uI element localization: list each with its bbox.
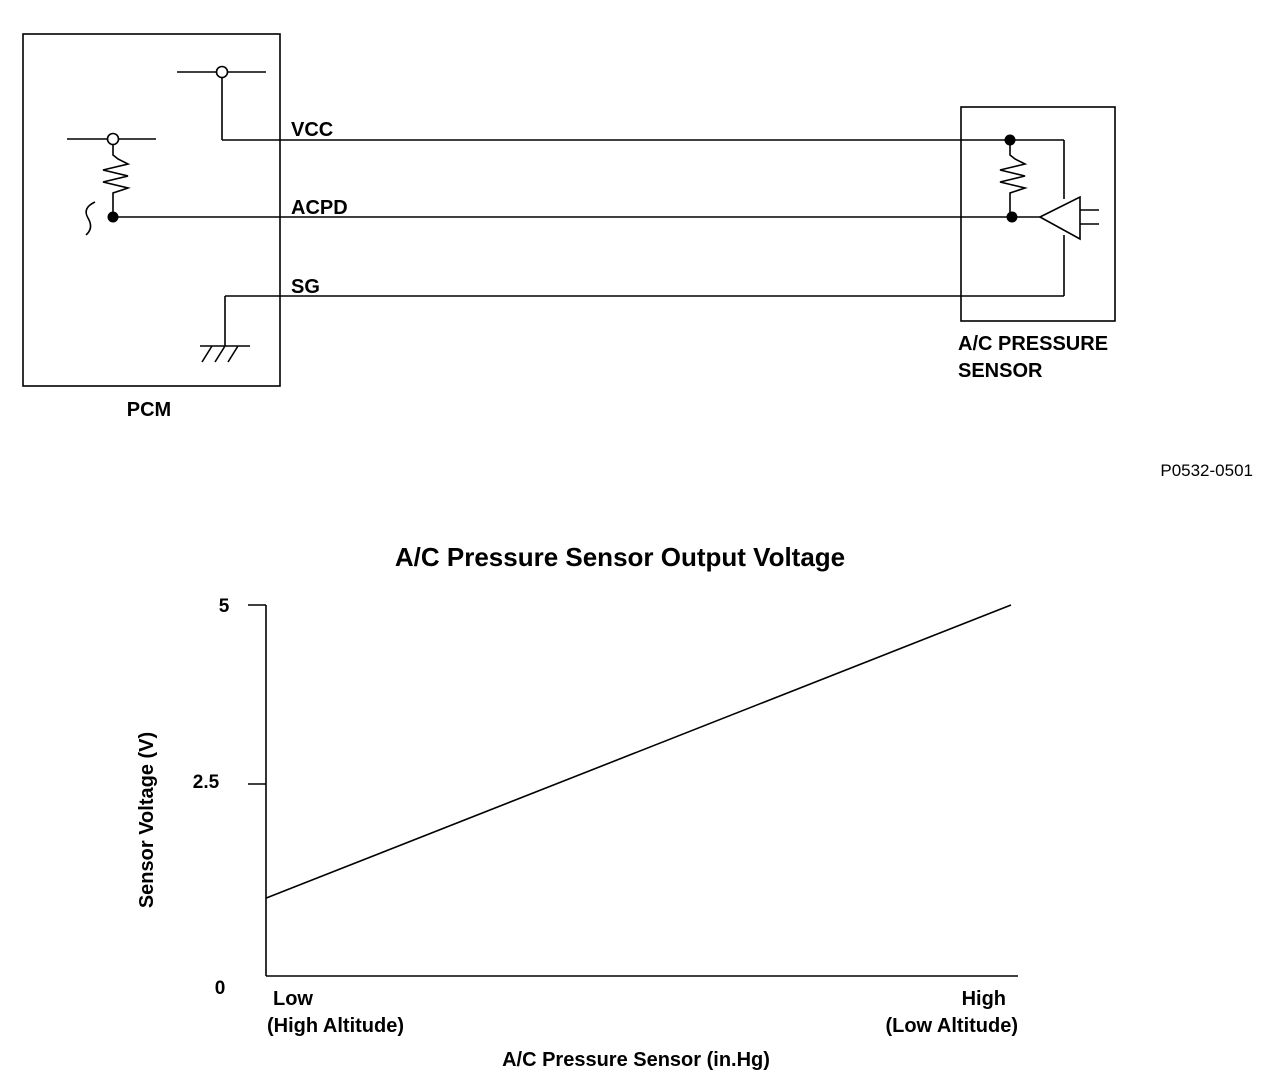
voltage-series-line (265, 604, 1012, 899)
voltage-chart: A/C Pressure Sensor Output Voltage Senso… (136, 542, 1018, 1071)
pcm-box (22, 33, 281, 387)
x-label-low-line2: (High Altitude) (267, 1015, 404, 1037)
x-label-high-line1: High (962, 988, 1006, 1010)
pcm-vcc-terminal-icon (215, 65, 229, 79)
y-tick-label-2-5: 2.5 (193, 772, 220, 793)
x-label-high-line2: (Low Altitude) (885, 1015, 1018, 1037)
pcm-pullup-terminal-icon (106, 132, 120, 146)
sensor-box (960, 106, 1116, 322)
vcc-wire-label: VCC (291, 119, 333, 141)
y-axis-label: Sensor Voltage (V) (136, 732, 158, 908)
sensor-acpd-junction-dot (1006, 211, 1018, 223)
sensor-label-line2: SENSOR (958, 360, 1043, 382)
figure-code: P0532-0501 (1160, 461, 1253, 480)
pcm-input-stub-icon (85, 201, 96, 236)
sg-wire-label: SG (291, 276, 320, 298)
x-label-low-line1: Low (273, 988, 313, 1010)
y-tick-label-5: 5 (219, 596, 230, 617)
sensor-resistor-icon (999, 140, 1028, 217)
ground-icon (201, 345, 239, 363)
pcm-label: PCM (127, 399, 171, 421)
sensor-amplifier-icon (1038, 195, 1081, 241)
circuit-diagram: PCM VCC ACPD SG A/C PRESSURE SENSOR (22, 33, 1253, 480)
sensor-label-line1: A/C PRESSURE (958, 333, 1108, 355)
chart-title: A/C Pressure Sensor Output Voltage (395, 542, 845, 572)
x-axis-label: A/C Pressure Sensor (in.Hg) (502, 1049, 770, 1071)
y-tick-label-0: 0 (215, 978, 226, 999)
pcm-pullup-resistor-icon (102, 145, 131, 217)
acpd-wire-label: ACPD (291, 197, 348, 219)
